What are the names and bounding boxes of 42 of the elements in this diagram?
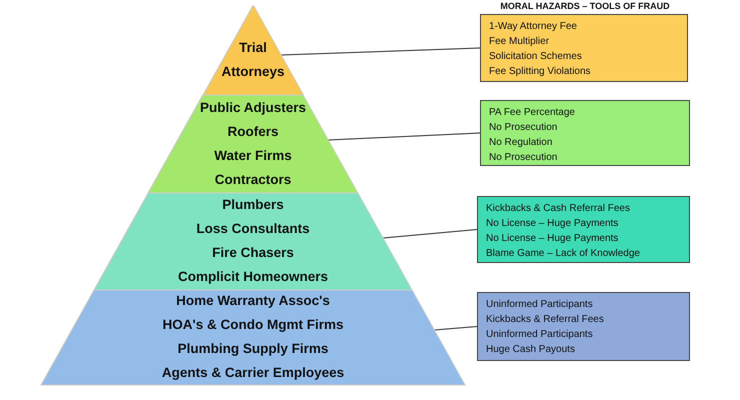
- connector-line: [382, 229, 478, 238]
- note-text: Blame Game – Lack of Knowledge: [486, 247, 641, 261]
- tier-label: Home Warranty Assoc's: [175, 293, 331, 308]
- tier-label: Fire Chasers: [211, 245, 295, 260]
- note-box: [477, 292, 690, 361]
- pyramid-tier: [94, 193, 412, 290]
- note-text: No Regulation: [489, 136, 554, 150]
- tier-label: Plumbing Supply Firms: [176, 341, 330, 356]
- tier-label: Agents & Carrier Employees: [160, 365, 346, 380]
- diagram-title: MORAL HAZARDS – TOOLS OF FRAUD: [499, 1, 671, 12]
- note-text: Kickbacks & Cash Referral Fees: [486, 202, 631, 216]
- tier-label: Plumbers: [221, 197, 285, 212]
- note-text: Kickbacks & Referral Fees: [486, 313, 605, 327]
- tier-label: Attorneys: [220, 64, 286, 79]
- note-box: [477, 196, 690, 263]
- note-text: Solicitation Schemes: [489, 50, 583, 64]
- tier-label: Contractors: [214, 172, 292, 187]
- tier-label: Complicit Homeowners: [176, 269, 329, 284]
- tier-label: Water Firms: [213, 148, 293, 163]
- tier-label: Loss Consultants: [195, 221, 311, 236]
- note-text: No License – Huge Payments: [486, 232, 620, 246]
- connector-line: [280, 48, 480, 56]
- note-text: 1-Way Attorney Fee: [489, 20, 578, 34]
- note-text: Fee Multiplier: [489, 35, 550, 49]
- connector-line: [434, 326, 478, 330]
- note-text: Uninformed Participants: [486, 298, 594, 312]
- note-text: No Prosecution: [489, 121, 558, 135]
- note-box: [480, 100, 690, 166]
- pyramid-tier: [40, 290, 466, 385]
- note-text: Uninformed Participants: [486, 328, 594, 342]
- note-text: Fee Splitting Violations: [489, 65, 592, 79]
- note-text: No Prosecution: [489, 151, 558, 165]
- pyramid-tier: [148, 95, 358, 193]
- note-box: [480, 14, 688, 82]
- tier-label: HOA's & Condo Mgmt Firms: [162, 317, 344, 332]
- note-text: PA Fee Percentage: [489, 106, 576, 120]
- tier-label: Public Adjusters: [198, 100, 307, 115]
- connector-line: [328, 132, 480, 140]
- tier-label: Trial: [238, 40, 268, 55]
- note-text: No License – Huge Payments: [486, 217, 620, 231]
- note-text: Huge Cash Payouts: [486, 343, 576, 357]
- tier-label: Roofers: [226, 124, 280, 139]
